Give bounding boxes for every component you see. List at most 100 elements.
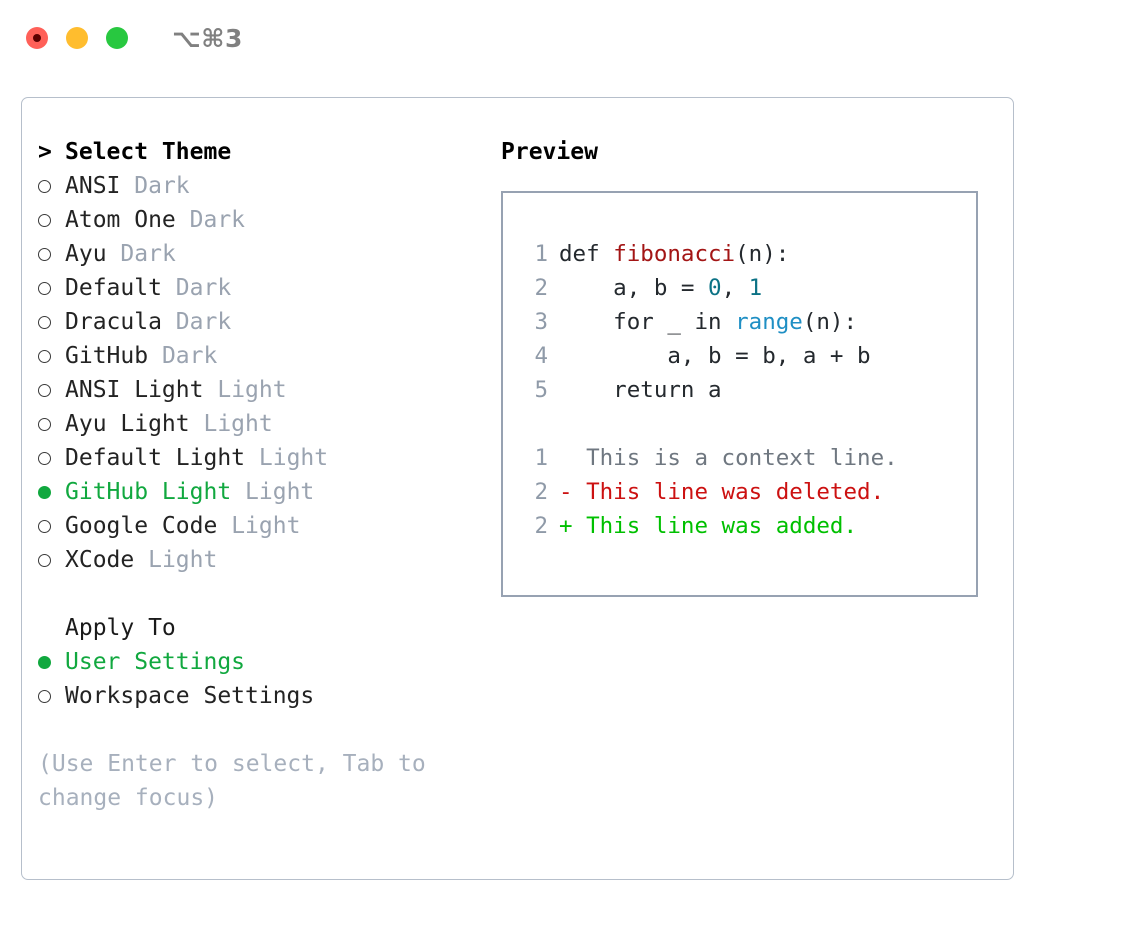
diff-sign bbox=[559, 445, 573, 471]
theme-name: Atom One bbox=[65, 207, 176, 233]
theme-name: ANSI bbox=[65, 173, 121, 199]
theme-name: XCode bbox=[65, 547, 135, 573]
diff-sign: + bbox=[559, 513, 573, 539]
theme-variant-badge: Light bbox=[258, 445, 329, 471]
theme-variant-badge: Light bbox=[203, 411, 273, 437]
theme-list-item[interactable]: Default Dark bbox=[38, 271, 488, 305]
theme-variant-badge: Dark bbox=[120, 241, 176, 267]
radio-selected-icon bbox=[38, 485, 65, 499]
theme-list-item[interactable]: GitHub Light Light bbox=[38, 475, 488, 509]
diff-text: This is a context line. bbox=[586, 445, 898, 471]
code-token: a, b = bbox=[559, 275, 709, 301]
select-theme-header: > Select Theme bbox=[38, 135, 488, 169]
line-number: 5 bbox=[534, 377, 548, 403]
radio-unselected-icon bbox=[38, 179, 65, 193]
line-number: 1 bbox=[534, 241, 548, 267]
code-token: , bbox=[721, 275, 749, 301]
radio-unselected-icon bbox=[38, 315, 65, 329]
code-token: 1 bbox=[748, 275, 763, 301]
close-window-button[interactable] bbox=[26, 27, 48, 49]
theme-name: ANSI Light bbox=[65, 377, 204, 403]
theme-list-item[interactable]: Ayu Light Light bbox=[38, 407, 488, 441]
line-number: 2 bbox=[534, 513, 548, 539]
code-line: 3 for _ in range(n): bbox=[524, 305, 976, 339]
theme-list-item[interactable]: Dracula Dark bbox=[38, 305, 488, 339]
theme-variant-badge: Dark bbox=[189, 207, 246, 233]
theme-list-item[interactable]: GitHub Dark bbox=[38, 339, 488, 373]
theme-variant-badge: Light bbox=[217, 377, 287, 403]
code-token: a, b = b, a + b bbox=[559, 343, 871, 369]
theme-name: Dracula bbox=[65, 309, 162, 335]
radio-unselected-icon bbox=[38, 417, 65, 431]
diff-line: 2- This line was deleted. bbox=[524, 475, 976, 509]
apply-to-header: Apply To bbox=[38, 611, 488, 645]
theme-name: GitHub bbox=[65, 343, 149, 369]
radio-selected-icon bbox=[38, 655, 65, 669]
code-token: (n): bbox=[735, 241, 790, 267]
diff-line: 2 + This line was added. bbox=[524, 509, 976, 543]
theme-list-item[interactable]: ANSI Light Light bbox=[38, 373, 488, 407]
line-number: 2 bbox=[534, 275, 548, 301]
preview-title: Preview bbox=[501, 139, 598, 165]
apply-to-option-label: Workspace Settings bbox=[65, 683, 315, 709]
diff-text: This line was added. bbox=[586, 513, 858, 539]
zoom-window-button[interactable] bbox=[106, 27, 128, 49]
theme-name: Ayu bbox=[65, 241, 107, 267]
theme-list-item[interactable]: Google Code Light bbox=[38, 509, 488, 543]
radio-unselected-icon bbox=[38, 213, 65, 227]
theme-name: Ayu Light bbox=[65, 411, 190, 437]
radio-unselected-icon bbox=[38, 349, 65, 363]
theme-variant-badge: Dark bbox=[161, 343, 218, 369]
theme-list-item[interactable]: Atom One Dark bbox=[38, 203, 488, 237]
radio-unselected-icon bbox=[38, 247, 65, 261]
keyboard-hint-text: (Use Enter to select, Tab to change focu… bbox=[38, 751, 426, 811]
theme-variant-badge: Light bbox=[245, 479, 315, 505]
code-token: return a bbox=[559, 377, 722, 403]
window-titlebar: ⌥⌘3 bbox=[0, 0, 1140, 76]
keyboard-shortcut-label: ⌥⌘3 bbox=[172, 23, 243, 53]
radio-unselected-icon bbox=[38, 519, 65, 533]
theme-name: GitHub Light bbox=[65, 479, 232, 505]
code-token: fibonacci bbox=[613, 241, 736, 267]
theme-variant-badge: Dark bbox=[175, 275, 232, 301]
theme-list-item[interactable]: ANSI Dark bbox=[38, 169, 488, 203]
radio-unselected-icon bbox=[38, 689, 65, 703]
line-number: 2 bbox=[534, 479, 548, 505]
theme-variant-badge: Dark bbox=[134, 173, 190, 199]
theme-name: Default Light bbox=[65, 445, 246, 471]
code-token: range bbox=[735, 309, 803, 335]
theme-list-item[interactable]: Ayu Dark bbox=[38, 237, 488, 271]
radio-unselected-icon bbox=[38, 553, 65, 567]
code-line: 5 return a bbox=[524, 373, 976, 407]
radio-unselected-icon bbox=[38, 281, 65, 295]
theme-list-item[interactable]: Default Light Light bbox=[38, 441, 488, 475]
code-diff-spacer bbox=[524, 407, 976, 441]
theme-list-item[interactable]: XCode Light bbox=[38, 543, 488, 577]
theme-variant-badge: Light bbox=[148, 547, 218, 573]
prompt-caret-icon: > bbox=[38, 138, 52, 165]
code-token: 0 bbox=[708, 275, 722, 301]
radio-unselected-icon bbox=[38, 383, 65, 397]
theme-variant-badge: Light bbox=[231, 513, 301, 539]
apply-to-option[interactable]: User Settings bbox=[38, 645, 488, 679]
minimize-window-button[interactable] bbox=[66, 27, 88, 49]
apply-to-label: Apply To bbox=[65, 615, 176, 641]
theme-name: Default bbox=[65, 275, 162, 301]
code-token: for _ in bbox=[559, 309, 736, 335]
apply-to-option[interactable]: Workspace Settings bbox=[38, 679, 488, 713]
diff-line: 1 This is a context line. bbox=[524, 441, 976, 475]
code-line: 2 a, b = 0, 1 bbox=[524, 271, 976, 305]
code-line: 4 a, b = b, a + b bbox=[524, 339, 976, 373]
radio-unselected-icon bbox=[38, 451, 65, 465]
line-number: 1 bbox=[534, 445, 548, 471]
theme-name: Google Code bbox=[65, 513, 218, 539]
select-theme-title: Select Theme bbox=[65, 139, 232, 165]
line-number: 3 bbox=[534, 309, 548, 335]
